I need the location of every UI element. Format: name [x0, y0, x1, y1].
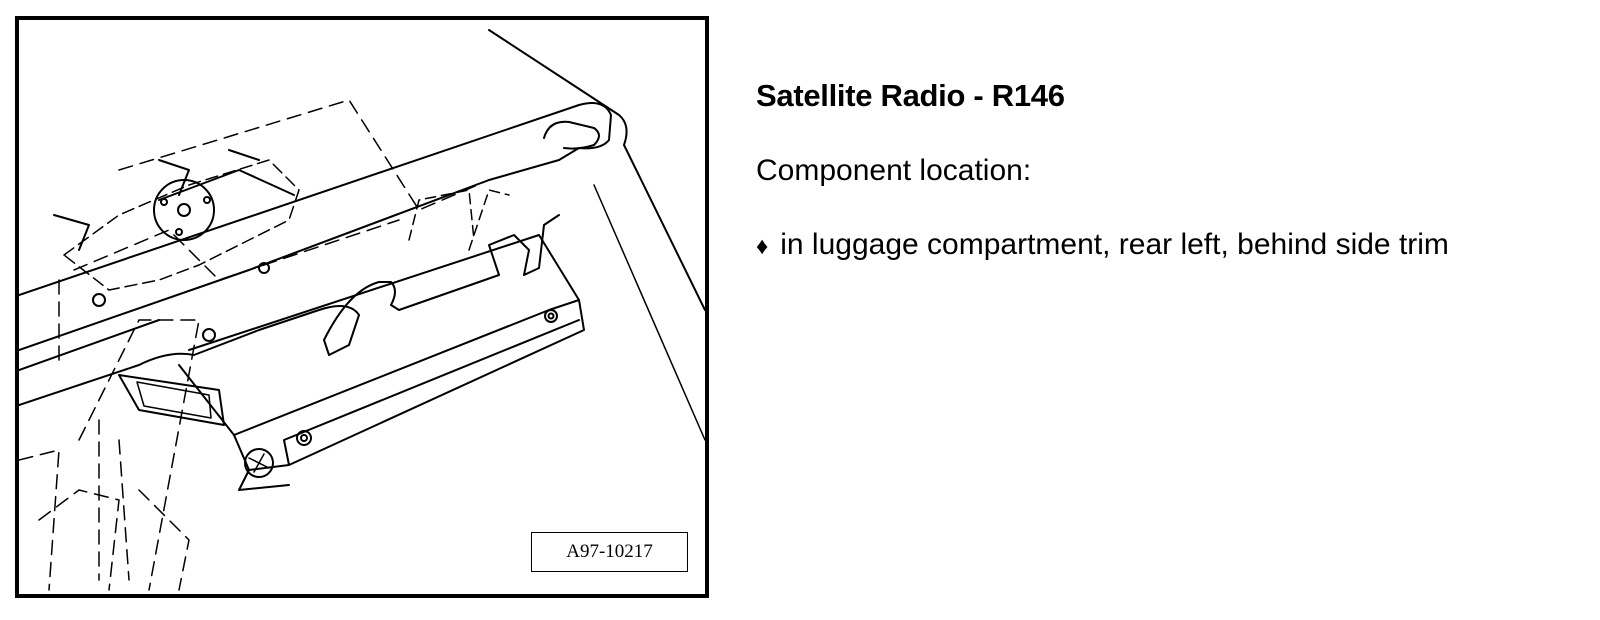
location-list: ♦ in luggage compartment, rear left, beh… [756, 228, 1586, 262]
section-title: Satellite Radio - R146 [756, 78, 1065, 113]
component-illustration: A97-10217 [15, 16, 709, 598]
list-item-text: in luggage compartment, rear left, behin… [780, 228, 1449, 261]
satellite-radio-drawing [19, 29, 705, 591]
component-description: Satellite Radio - R146 Component locatio… [756, 78, 1586, 262]
diamond-bullet-icon: ♦ [756, 233, 769, 260]
list-item: ♦ in luggage compartment, rear left, beh… [756, 228, 1586, 262]
figure-id-label: A97-10217 [531, 532, 688, 572]
section-subtitle: Component location: [756, 154, 1032, 187]
